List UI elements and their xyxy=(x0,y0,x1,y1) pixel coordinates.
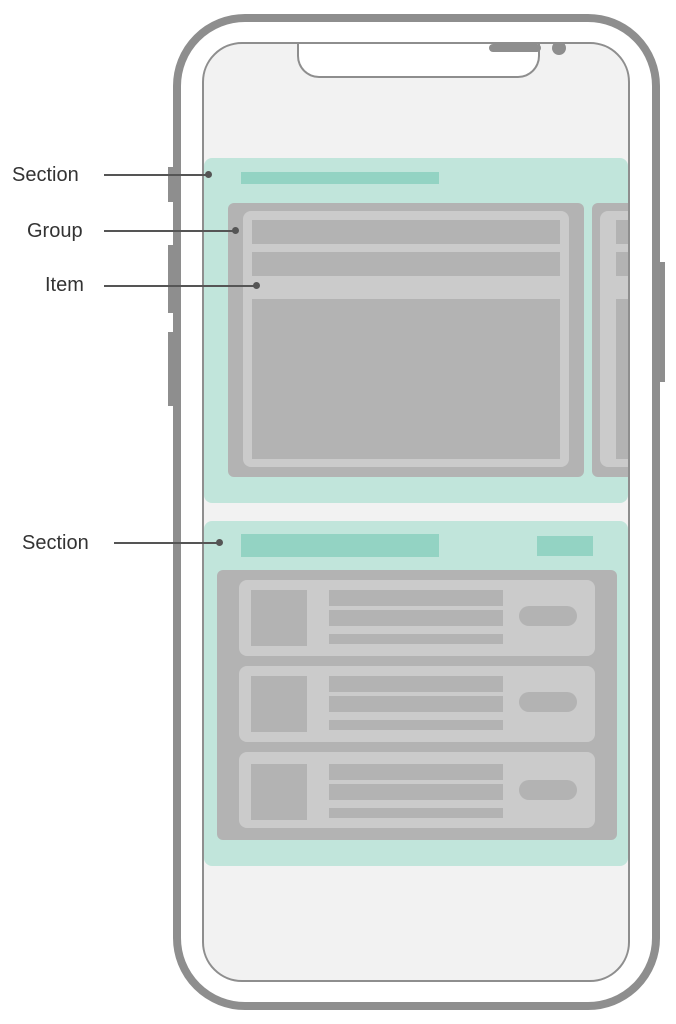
label-section-top: Section xyxy=(12,164,79,186)
item-block xyxy=(252,299,560,459)
side-button-volume-down xyxy=(168,332,174,406)
notch xyxy=(297,44,566,78)
list-item xyxy=(239,666,595,742)
side-button-mute xyxy=(168,167,174,202)
callout-line xyxy=(114,542,218,544)
callout-dot xyxy=(253,282,260,289)
text-line xyxy=(329,784,503,800)
item-bar xyxy=(252,252,560,276)
phone-screen xyxy=(202,42,630,982)
list-item xyxy=(239,580,595,656)
list-item xyxy=(239,752,595,828)
text-line xyxy=(329,634,503,644)
section-action-bar xyxy=(537,536,593,556)
callout-line xyxy=(104,285,255,287)
label-group: Group xyxy=(27,220,83,242)
item-bar xyxy=(252,220,560,244)
text-line xyxy=(329,764,503,780)
side-button-power xyxy=(659,262,665,382)
text-line xyxy=(329,610,503,626)
label-item: Item xyxy=(45,274,84,296)
side-button-volume-up xyxy=(168,245,174,313)
item-bar xyxy=(616,220,628,244)
text-line xyxy=(329,696,503,712)
section-bottom xyxy=(204,521,628,866)
group-primary xyxy=(228,203,584,477)
speaker-icon xyxy=(489,44,541,52)
item-bar xyxy=(616,252,628,276)
callout-line xyxy=(104,174,208,176)
callout-dot xyxy=(216,539,223,546)
item-block xyxy=(616,299,628,459)
pill-button xyxy=(519,606,577,626)
pill-button xyxy=(519,780,577,800)
group-secondary xyxy=(592,203,628,477)
section-top xyxy=(204,158,628,503)
text-line xyxy=(329,590,503,606)
thumbnail xyxy=(251,676,307,732)
section-title-bar xyxy=(241,172,439,184)
group-card xyxy=(243,211,569,467)
group-card xyxy=(600,211,628,467)
text-line xyxy=(329,720,503,730)
callout-dot xyxy=(232,227,239,234)
section-title-bar xyxy=(241,534,439,557)
thumbnail xyxy=(251,764,307,820)
callout-dot xyxy=(205,171,212,178)
label-section-bottom: Section xyxy=(22,532,89,554)
callout-line xyxy=(104,230,234,232)
list-group xyxy=(217,570,617,840)
text-line xyxy=(329,808,503,818)
camera-icon xyxy=(552,44,566,55)
pill-button xyxy=(519,692,577,712)
text-line xyxy=(329,676,503,692)
thumbnail xyxy=(251,590,307,646)
